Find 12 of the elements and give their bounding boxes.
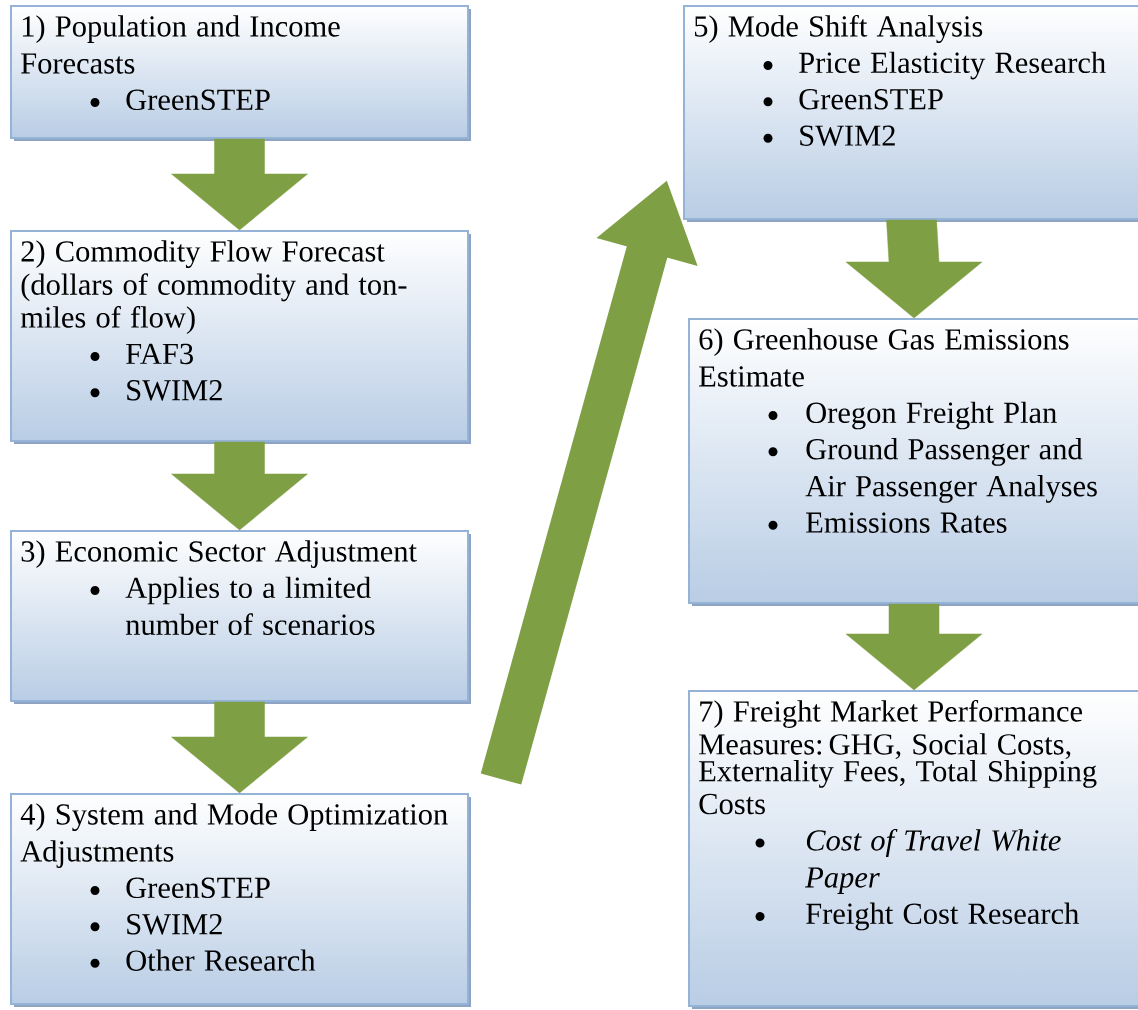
process-box: 5) Mode Shift Analysis Price Elasticity Research GreenSTEP SWIM2 bbox=[683, 5, 1138, 222]
process-box: 4) System and Mode Optimization Adjustments GreenSTEP SWIM2 Other Research bbox=[10, 793, 471, 1007]
process-box: 3) Economic Sector Adjustment Applies to a limited number of scenarios bbox=[10, 530, 471, 704]
process-box: 1) Population and Income Forecasts GreenSTEP bbox=[10, 5, 471, 141]
process-box: 7) Freight Market Performance Measures: GHG, Social Costs, Externality Fees, Total Shipping Costs Cost of Travel White Paper Freight Cost Research bbox=[688, 690, 1138, 1009]
process-box: 6) Greenhouse Gas Emissions Estimate Oregon Freight Plan Ground Passenger and Air Passenger Analyses Emissions Rates bbox=[688, 318, 1138, 606]
block-arrow bbox=[171, 441, 308, 531]
block-arrow bbox=[171, 701, 308, 794]
block-arrow bbox=[171, 138, 308, 231]
block-arrow bbox=[845, 603, 983, 691]
process-box: 2) Commodity Flow Forecast (dollars of commodity and ton-miles of flow) FAF3 SWIM2 bbox=[10, 230, 471, 444]
block-arrow bbox=[845, 219, 983, 319]
